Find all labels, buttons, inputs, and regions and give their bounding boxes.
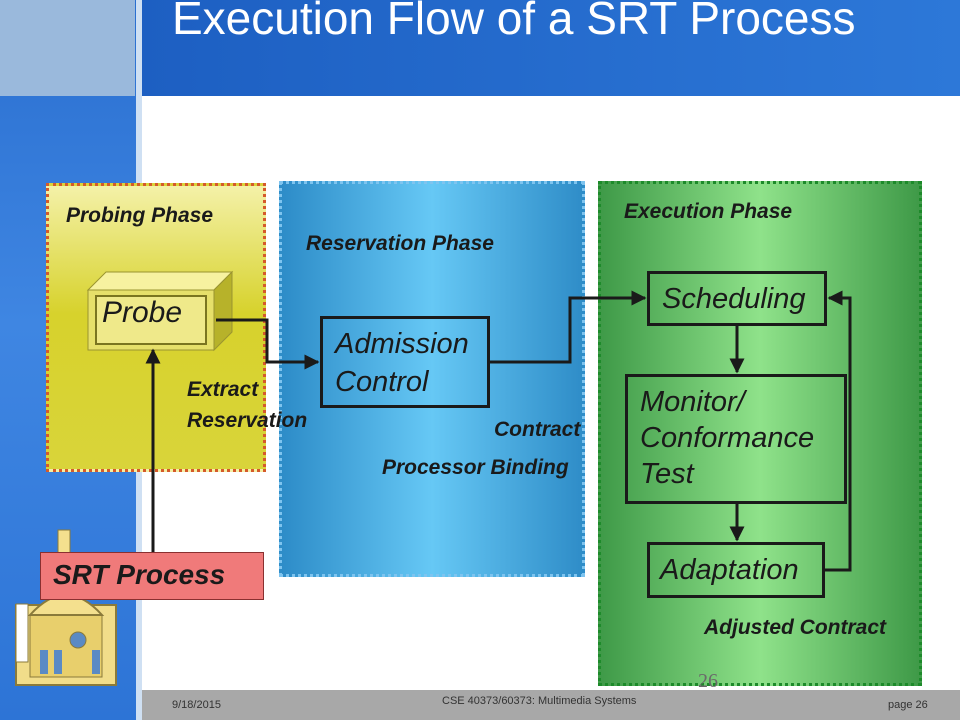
admission-control-box: Admission Control xyxy=(320,316,490,408)
slide-title: Execution Flow of a SRT Process xyxy=(172,0,856,44)
title-bar: Execution Flow of a SRT Process xyxy=(142,0,960,96)
admission-label-line1: Admission xyxy=(335,328,469,360)
srt-process-box: SRT Process xyxy=(40,552,264,600)
footer-course: CSE 40373/60373: Multimedia Systems xyxy=(442,695,637,707)
footer-bar: 9/18/2015 CSE 40373/60373: Multimedia Sy… xyxy=(142,690,960,720)
probing-phase-label: Probing Phase xyxy=(66,204,214,227)
adaptation-box: Adaptation xyxy=(647,542,825,598)
adjusted-contract-label: Adjusted Contract xyxy=(704,616,887,639)
footer-date: 9/18/2015 xyxy=(172,699,221,711)
monitor-label-line1: Monitor/ xyxy=(640,386,745,418)
processor-binding-label: Processor Binding xyxy=(382,456,569,479)
monitor-label-line3: Test xyxy=(640,458,694,490)
extract-label-line2: Reservation xyxy=(187,409,308,432)
footer-page: page 26 xyxy=(888,699,928,711)
extract-label-line1: Extract xyxy=(187,378,259,401)
scheduling-box: Scheduling xyxy=(647,271,827,326)
reservation-phase-label: Reservation Phase xyxy=(306,232,494,255)
reservation-phase-panel xyxy=(279,181,585,577)
ghost-page-number: 26 xyxy=(698,670,718,692)
contract-label: Contract xyxy=(494,418,581,441)
execution-phase-panel xyxy=(598,181,922,686)
probe-label: Probe xyxy=(102,296,183,329)
scheduling-label: Scheduling xyxy=(662,283,806,315)
execution-phase-label: Execution Phase xyxy=(624,200,793,223)
monitor-label-line2: Conformance xyxy=(640,422,815,454)
adaptation-label: Adaptation xyxy=(660,554,799,586)
left-decor-block xyxy=(0,0,135,96)
srt-process-label: SRT Process xyxy=(53,559,226,590)
monitor-conformance-box: Monitor/ Conformance Test xyxy=(625,374,847,504)
admission-label-line2: Control xyxy=(335,366,429,398)
